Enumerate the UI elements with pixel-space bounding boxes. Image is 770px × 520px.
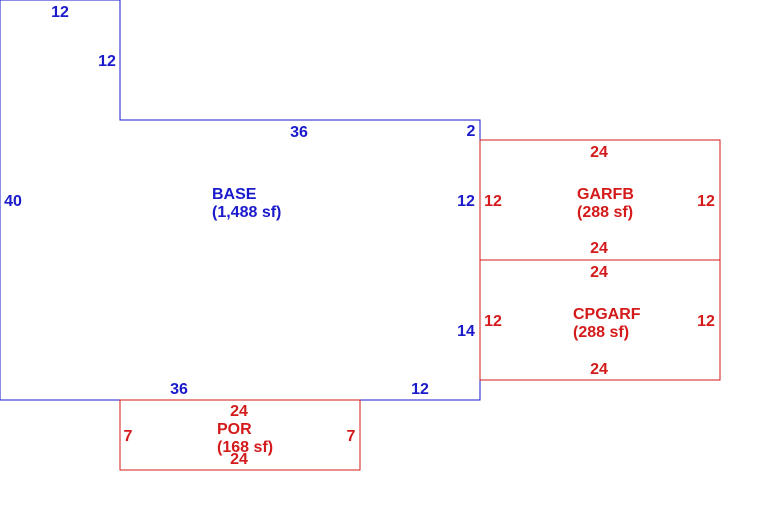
cpgarf-area-size: (288 sf) — [573, 324, 629, 341]
base-outline — [0, 0, 481, 401]
cpgarf-outline — [479, 259, 721, 381]
cpgarf-dim-bottom: 24 — [590, 361, 608, 378]
base-dim-small-step: 2 — [467, 123, 476, 140]
cpgarf-area-name: CPGARF — [573, 306, 641, 323]
base-area-name: BASE — [212, 186, 257, 203]
por-area-name: POR — [217, 421, 252, 438]
base-dim-top-left: 12 — [51, 4, 69, 21]
garfb-area-name: GARFB — [577, 186, 634, 203]
cpgarf-dim-top: 24 — [590, 264, 608, 281]
garfb-dim-bottom: 24 — [590, 240, 608, 257]
base-dim-bottom-left: 36 — [170, 381, 188, 398]
base-dim-bottom-right: 12 — [411, 381, 429, 398]
garfb-dim-top: 24 — [590, 144, 608, 161]
cpgarf-dim-left: 12 — [484, 313, 502, 330]
base-dim-left: 40 — [4, 193, 22, 210]
garfb-area-size: (288 sf) — [577, 204, 633, 221]
base-dim-right-lower: 14 — [457, 323, 475, 340]
cpgarf-dim-right: 12 — [697, 313, 715, 330]
base-dim-step-vertical: 12 — [98, 53, 116, 70]
por-dim-top: 24 — [230, 403, 248, 420]
garfb-dim-right: 12 — [697, 193, 715, 210]
por-dim-left: 7 — [124, 428, 133, 445]
por-area-size: (168 sf) — [217, 439, 273, 456]
garfb-dim-left: 12 — [484, 193, 502, 210]
base-dim-right-upper: 12 — [457, 193, 475, 210]
por-dim-right: 7 — [347, 428, 356, 445]
por-outline — [119, 399, 361, 471]
por-dim-bottom: 24 — [230, 451, 248, 468]
base-dim-step-horizontal: 36 — [290, 124, 308, 141]
base-area-size: (1,488 sf) — [212, 204, 281, 221]
